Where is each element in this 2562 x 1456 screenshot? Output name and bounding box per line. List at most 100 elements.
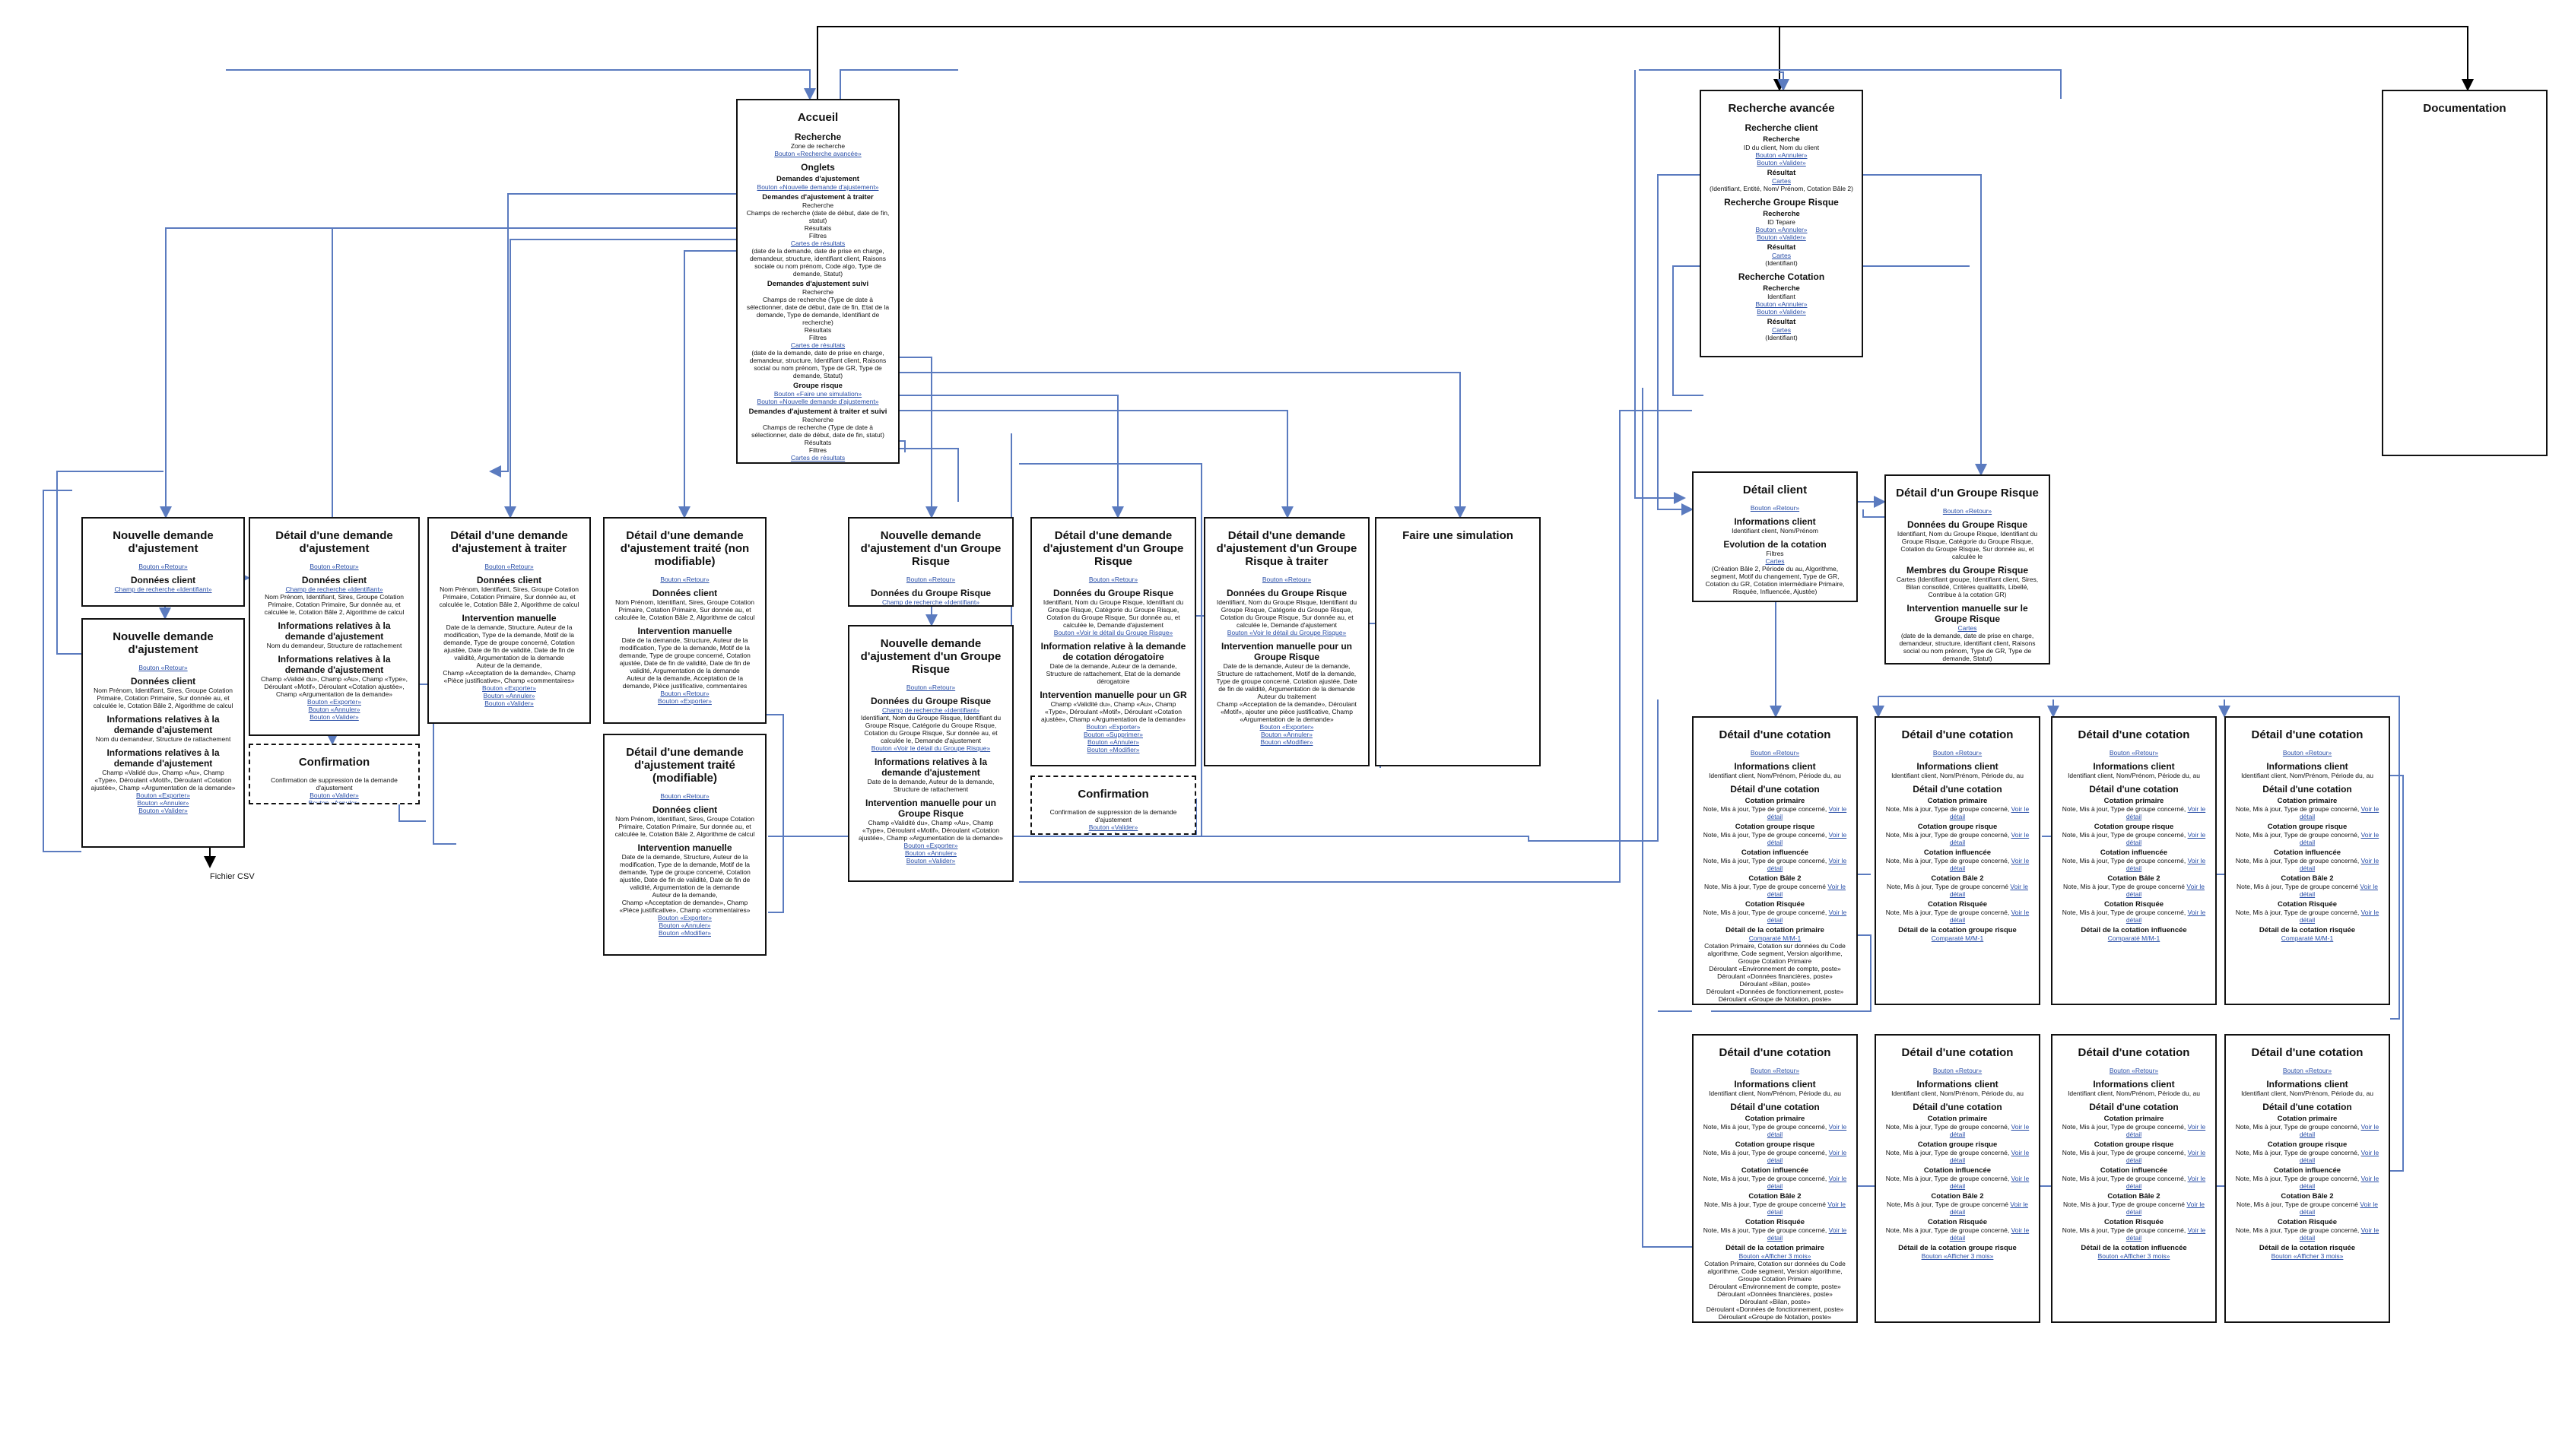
comparatif-link[interactable]: Bouton «Afficher 3 mois» [1738,1252,1811,1260]
bouton-nouvelle-demande-d-ajustement-link[interactable]: Bouton «Nouvelle demande d'ajustement» [757,398,879,405]
bouton-annuler-link[interactable]: Bouton «Annuler» [1087,738,1140,746]
bouton-voir-le-detail-du-groupe-risque-link[interactable]: Bouton «Voir le détail du Groupe Risque» [1053,629,1173,636]
voir-le-detail-link[interactable]: Voir le détail [2299,883,2379,898]
bouton-exporter-link[interactable]: Bouton «Exporter» [1086,723,1141,731]
bouton-retour-link[interactable]: Bouton «Retour» [138,563,188,570]
cartes-de-resultats-link[interactable]: Cartes de résultats [790,239,846,247]
bouton-exporter-link[interactable]: Bouton «Exporter» [307,698,361,706]
voir-le-detail-link[interactable]: Voir le détail [2125,883,2205,898]
comparatif-link[interactable]: Bouton «Afficher 3 mois» [1921,1252,1994,1260]
bouton-retour-link[interactable]: Bouton «Retour» [1088,576,1138,583]
comparatif-link[interactable]: Bouton «Afficher 3 mois» [2097,1252,2170,1260]
voir-le-detail-link[interactable]: Voir le détail [2125,1226,2206,1242]
voir-le-detail-link[interactable]: Voir le détail [2125,1201,2205,1216]
voir-le-detail-link[interactable]: Voir le détail [2299,1149,2379,1164]
voir-le-detail-link[interactable]: Voir le détail [2125,805,2206,820]
bouton-retour-link[interactable]: Bouton «Retour» [2109,1067,2159,1074]
bouton-annuler-link[interactable]: Bouton «Annuler» [904,849,957,857]
voir-le-detail-link[interactable]: Voir le détail [2125,1149,2206,1164]
bouton-nouvelle-demande-d-ajustement-link[interactable]: Bouton «Nouvelle demande d'ajustement» [757,183,879,191]
bouton-annuler-link[interactable]: Bouton «Annuler» [1755,300,1808,308]
bouton-exporter-link[interactable]: Bouton «Exporter» [903,842,958,849]
bouton-retour-link[interactable]: Bouton «Retour» [1262,576,1312,583]
voir-le-detail-link[interactable]: Voir le détail [1949,883,2029,898]
bouton-valider-link[interactable]: Bouton «Valider» [1757,233,1806,241]
bouton-valider-link[interactable]: Bouton «Valider» [310,713,359,721]
voir-le-detail-link[interactable]: Voir le détail [1949,1123,2030,1138]
voir-le-detail-link[interactable]: Voir le détail [1949,805,2030,820]
cartes-link[interactable]: Cartes [1771,252,1792,259]
champ-de-recherche-identifiant-link[interactable]: Champ de recherche «Identifiant» [114,585,212,593]
voir-le-detail-link[interactable]: Voir le détail [2299,909,2379,924]
voir-le-detail-link[interactable]: Voir le détail [2299,1201,2379,1216]
bouton-voir-le-detail-du-groupe-risque-link[interactable]: Bouton «Voir le détail du Groupe Risque» [1227,629,1347,636]
bouton-valider-link[interactable]: Bouton «Valider» [138,807,188,814]
bouton-valider-link[interactable]: Bouton «Valider» [1088,823,1138,831]
comparatif-link[interactable]: Comparaté M/M-1 [1748,934,1802,942]
voir-le-detail-link[interactable]: Voir le détail [2125,1123,2206,1138]
voir-le-detail-link[interactable]: Voir le détail [1767,1149,1847,1164]
comparatif-link[interactable]: Comparaté M/M-1 [2107,934,2160,942]
bouton-valider-link[interactable]: Bouton «Valider» [310,791,359,799]
bouton-exporter-link[interactable]: Bouton «Exporter» [482,684,536,692]
voir-le-detail-link[interactable]: Voir le détail [2299,1226,2379,1242]
bouton-retour-link[interactable]: Bouton «Retour» [2109,749,2159,757]
voir-le-detail-link[interactable]: Voir le détail [2299,1175,2379,1190]
voir-le-detail-link[interactable]: Voir le détail [2299,805,2379,820]
bouton-exporter-link[interactable]: Bouton «Exporter» [136,791,190,799]
bouton-valider-link[interactable]: Bouton «Valider» [1757,159,1806,167]
voir-le-detail-link[interactable]: Voir le détail [1767,805,1847,820]
bouton-annuler-link[interactable]: Bouton «Annuler» [137,799,189,807]
cartes-de-resultats-link[interactable]: Cartes de résultats [790,341,846,349]
cartes-link[interactable]: Cartes [1771,326,1792,334]
voir-le-detail-link[interactable]: Voir le détail [2125,831,2206,846]
voir-le-detail-link[interactable]: Voir le détail [2125,1175,2206,1190]
bouton-modifier-link[interactable]: Bouton «Modifier» [1260,738,1313,746]
bouton-annuler-link[interactable]: Bouton «Annuler» [308,706,360,713]
bouton-exporter-link[interactable]: Bouton «Exporter» [658,697,712,705]
champ-de-recherche-identifiant-link[interactable]: Champ de recherche «Identifiant» [285,585,383,593]
bouton-retour-link[interactable]: Bouton «Retour» [2282,1067,2332,1074]
cartes-link[interactable]: Cartes [1771,177,1792,185]
voir-le-detail-link[interactable]: Voir le détail [2299,857,2379,872]
bouton-modifier-link[interactable]: Bouton «Modifier» [659,929,711,937]
voir-le-detail-link[interactable]: Voir le détail [1949,1226,2030,1242]
voir-le-detail-link[interactable]: Voir le détail [2299,1123,2379,1138]
champ-de-recherche-identifiant-link[interactable]: Champ de recherche «Identifiant» [881,706,980,714]
voir-le-detail-link[interactable]: Voir le détail [1767,909,1847,924]
bouton-annuler-link[interactable]: Bouton «Annuler» [1087,831,1140,835]
voir-le-detail-link[interactable]: Voir le détail [1767,1123,1847,1138]
voir-le-detail-link[interactable]: Voir le détail [1949,1201,2029,1216]
bouton-retour-link[interactable]: Bouton «Retour» [1932,1067,1983,1074]
bouton-valider-link[interactable]: Bouton «Valider» [1757,308,1806,316]
voir-le-detail-link[interactable]: Voir le détail [1949,1175,2030,1190]
bouton-retour-link[interactable]: Bouton «Retour» [1750,1067,1800,1074]
bouton-voir-le-detail-du-groupe-risque-link[interactable]: Bouton «Voir le détail du Groupe Risque» [871,744,991,752]
cartes-link[interactable]: Cartes [1765,557,1785,565]
bouton-annuler-link[interactable]: Bouton «Annuler» [1755,151,1808,159]
bouton-retour-link[interactable]: Bouton «Retour» [660,690,710,697]
voir-le-detail-link[interactable]: Voir le détail [1767,831,1847,846]
voir-le-detail-link[interactable]: Voir le détail [1949,909,2030,924]
voir-le-detail-link[interactable]: Voir le détail [1949,831,2030,846]
voir-le-detail-link[interactable]: Voir le détail [2125,857,2206,872]
bouton-retour-link[interactable]: Bouton «Retour» [660,576,710,583]
bouton-faire-une-simulation-link[interactable]: Bouton «Faire une simulation» [773,390,862,398]
comparatif-link[interactable]: Comparaté M/M-1 [1931,934,1984,942]
cartes-link[interactable]: Cartes [1957,624,1977,632]
bouton-retour-link[interactable]: Bouton «Retour» [906,576,956,583]
bouton-retour-link[interactable]: Bouton «Retour» [138,664,188,671]
voir-le-detail-link[interactable]: Voir le détail [1767,1226,1847,1242]
bouton-modifier-link[interactable]: Bouton «Modifier» [1087,746,1140,753]
bouton-retour-link[interactable]: Bouton «Retour» [310,563,359,570]
voir-le-detail-link[interactable]: Voir le détail [1767,1175,1847,1190]
bouton-recherche-avancee-link[interactable]: Bouton «Recherche avancée» [774,150,862,157]
bouton-annuler-link[interactable]: Bouton «Annuler» [483,692,535,699]
bouton-annuler-link[interactable]: Bouton «Annuler» [659,921,711,929]
bouton-valider-link[interactable]: Bouton «Valider» [484,699,534,707]
comparatif-link[interactable]: Comparaté M/M-1 [2281,934,2334,942]
voir-le-detail-link[interactable]: Voir le détail [1767,857,1847,872]
bouton-retour-link[interactable]: Bouton «Retour» [1750,504,1800,512]
voir-le-detail-link[interactable]: Voir le détail [1767,1201,1846,1216]
voir-le-detail-link[interactable]: Voir le détail [1949,1149,2030,1164]
